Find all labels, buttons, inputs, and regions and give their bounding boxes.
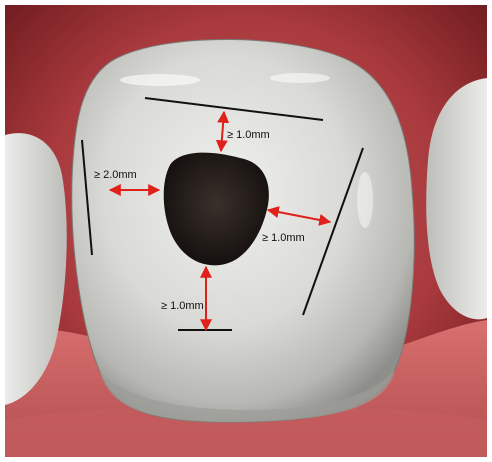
bottom-measure-label: ≥ 1.0mm xyxy=(161,300,204,312)
tooth-highlight xyxy=(357,172,373,228)
photo-frame: ≥ 1.0mm ≥ 2.0mm ≥ 1.0mm ≥ 1.0mm xyxy=(5,5,487,457)
tooth-illustration xyxy=(5,5,487,457)
left-measure-label: ≥ 2.0mm xyxy=(94,169,137,181)
top-measure-label: ≥ 1.0mm xyxy=(227,129,270,141)
tooth-highlight xyxy=(270,73,330,83)
tooth-highlight xyxy=(120,74,200,86)
right-measure-label: ≥ 1.0mm xyxy=(262,232,305,244)
